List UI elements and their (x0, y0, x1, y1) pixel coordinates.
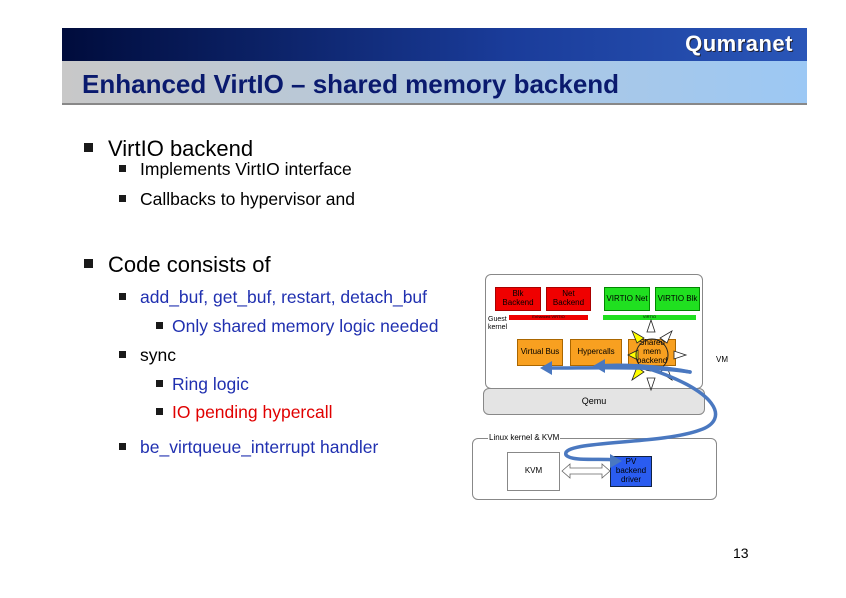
bullet: VirtIO backend (108, 136, 254, 161)
guest-kernel-label: Guest kernel (488, 316, 508, 332)
bullet-icon (156, 380, 163, 387)
bullet: add_buf, get_buf, restart, detach_buf (140, 287, 428, 307)
virtio-net-box: VIRTIO Net (604, 287, 650, 311)
arrowhead-icon (540, 359, 622, 468)
bullet-icon (119, 443, 126, 450)
vm-label: VM (716, 355, 728, 364)
bullet: Only shared memory logic needed (172, 316, 439, 336)
hypercalls-box: Hypercalls (570, 339, 622, 366)
qemu-label: Qemu (581, 395, 607, 406)
bullet: Code consists of (108, 252, 271, 277)
page-number: 13 (733, 545, 749, 561)
bullet-icon (119, 165, 126, 172)
bullet-icon (119, 293, 126, 300)
virtio-blk-box: VIRTIO Blk (655, 287, 700, 311)
enhanced-virtio-bar: Enhanced VIRTIO (509, 315, 588, 320)
bullet: Implements VirtIO interface (140, 159, 352, 179)
bullet-icon (119, 351, 126, 358)
bullet-icon (156, 408, 163, 415)
linux-kernel-box (472, 438, 717, 500)
blk-backend-box: Blk Backend (495, 287, 541, 311)
qemu-box: Qemu (483, 388, 705, 415)
bullet-icon (84, 259, 93, 268)
title-band: Enhanced VirtIO – shared memory backend (62, 61, 807, 105)
qumranet-logo: Qumranet (685, 31, 793, 56)
bullet-icon (156, 322, 163, 329)
bullet-icon (119, 195, 126, 202)
flow-arrow (543, 363, 718, 462)
double-arrow-icon (561, 463, 611, 479)
bullet: be_virtqueue_interrupt handler (140, 437, 379, 457)
linux-kernel-label: Linux kernel & KVM (488, 433, 561, 442)
bullet-icon (84, 143, 93, 152)
net-backend-box: Net Backend (546, 287, 591, 311)
bullet: IO pending hypercall (172, 402, 333, 422)
kvm-box: KVM (507, 452, 560, 491)
bullet: Ring logic (172, 374, 249, 394)
virtio-bar: VIRTIO (603, 315, 696, 320)
bullet: sync (140, 345, 176, 365)
header-band: Qumranet (62, 28, 807, 61)
bullet: Callbacks to hypervisor and (140, 189, 355, 209)
virtual-bus-box: Virtual Bus (517, 339, 563, 366)
slide-title: Enhanced VirtIO – shared memory backend (82, 69, 620, 99)
